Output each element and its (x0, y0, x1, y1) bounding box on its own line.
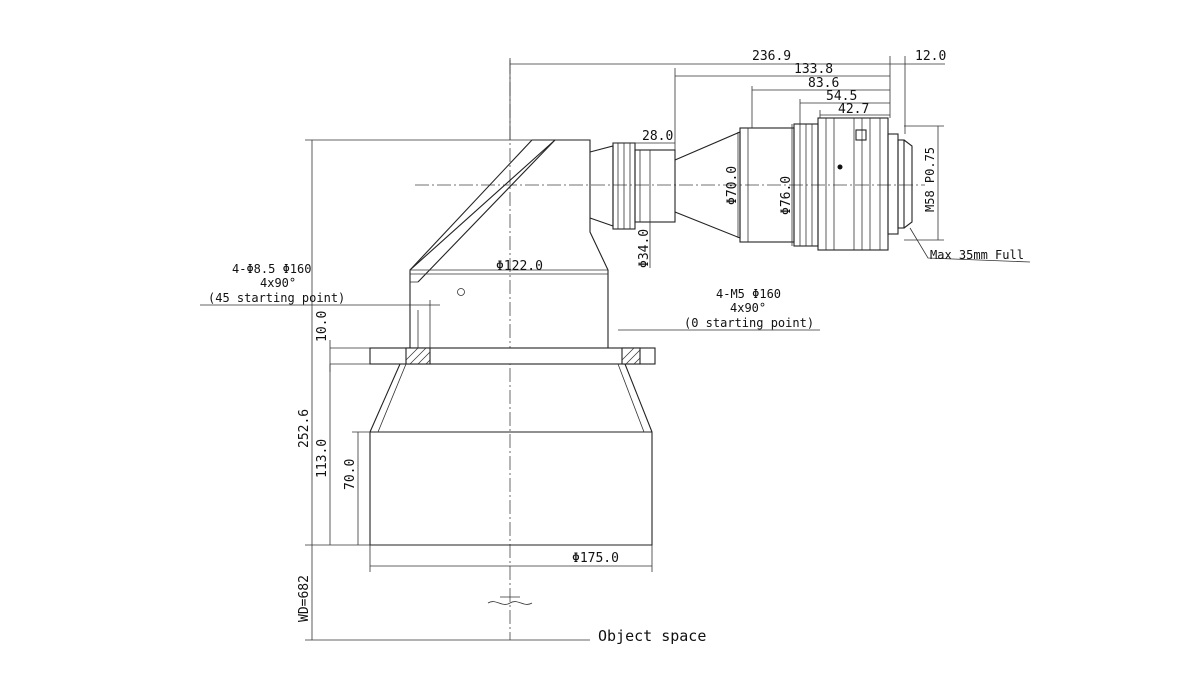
right-hole-callout-2: 4x90° (730, 301, 766, 315)
left-vertical-dims (305, 139, 590, 641)
object-space-label: Object space (598, 627, 706, 645)
horizontal-barrel (589, 117, 913, 251)
dim-133-8: 133.8 (794, 62, 833, 77)
barrel-diameter-dims (649, 124, 1031, 268)
dim-113-0: 113.0 (315, 439, 330, 478)
dim-phi-70: Φ70.0 (725, 166, 740, 205)
left-hole-callout-3: (45 starting point) (208, 291, 345, 305)
dim-wd-682: WD=682 (297, 575, 312, 622)
break-symbol (487, 596, 533, 605)
prism-housing (409, 139, 609, 349)
right-hole-callout-3: (0 starting point) (684, 316, 814, 330)
lower-lens-body (369, 363, 653, 546)
left-hole-callout-1: 4-Φ8.5 Φ160 (232, 262, 311, 276)
dim-phi-122: Φ122.0 (496, 259, 543, 274)
dim-236-9: 236.9 (752, 49, 791, 64)
dim-10-0: 10.0 (315, 311, 330, 342)
dim-252-6: 252.6 (297, 409, 312, 448)
dim-83-6: 83.6 (808, 76, 839, 91)
dim-phi-34: Φ34.0 (637, 229, 652, 268)
dim-54-5: 54.5 (826, 89, 857, 104)
dim-28-0: 28.0 (642, 129, 673, 144)
dim-phi-175: Φ175.0 (572, 551, 619, 566)
left-hole-callout-2: 4x90° (260, 276, 296, 290)
mounting-flange (330, 300, 656, 365)
dim-m58: M58 P0.75 (923, 147, 937, 212)
dim-12-0: 12.0 (915, 49, 946, 64)
dim-42-7: 42.7 (838, 102, 869, 117)
right-hole-callout-1: 4-M5 Φ160 (716, 287, 781, 301)
top-dimensions (509, 56, 945, 150)
dim-max-35mm: Max 35mm Full (930, 248, 1024, 262)
dim-70-0: 70.0 (343, 459, 358, 490)
dim-phi-76: Φ76.0 (779, 176, 794, 215)
